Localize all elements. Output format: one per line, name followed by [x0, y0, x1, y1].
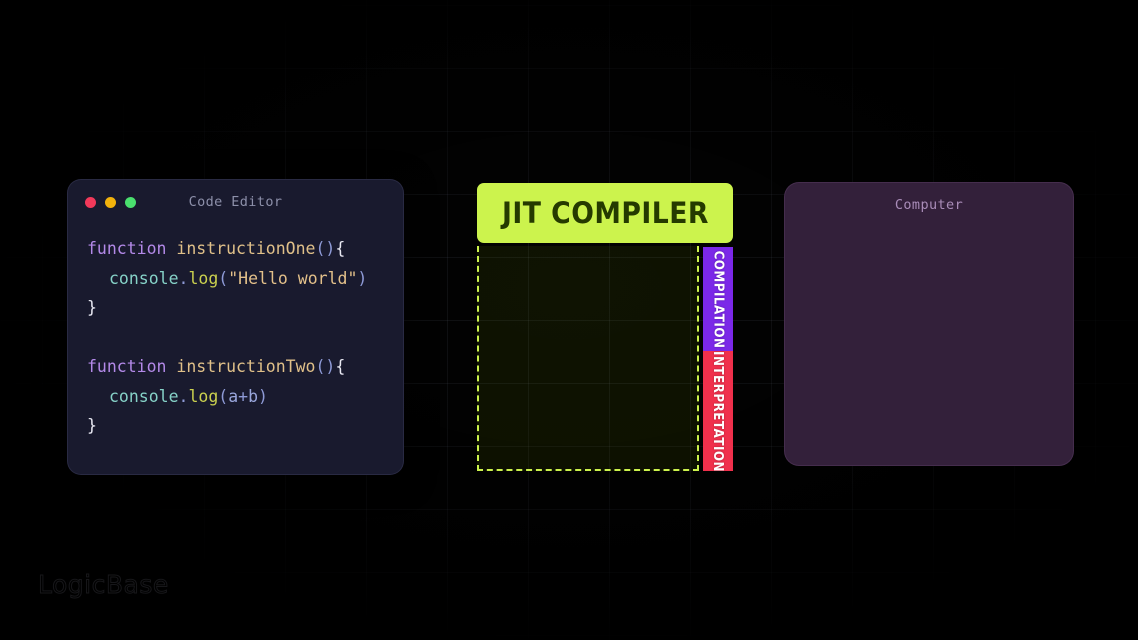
code-token: )	[258, 386, 268, 406]
code-line-6: console.log(a+b)	[87, 382, 403, 412]
code-token: ()	[315, 239, 336, 258]
jit-compiler-body-dashed-region	[477, 246, 699, 471]
code-token: }	[87, 298, 97, 317]
code-token: .	[178, 268, 189, 288]
code-token: console	[109, 268, 179, 288]
code-editor-content[interactable]: function instructionOne(){console.log("H…	[68, 224, 403, 441]
interpretation-bar-label: INTERPRETATION	[710, 351, 726, 471]
code-token: instructionOne	[176, 239, 316, 258]
code-token: ()	[315, 357, 336, 376]
code-token: +	[238, 386, 249, 406]
computer-panel-title: Computer	[894, 197, 964, 213]
code-line-2: console.log("Hello world")	[87, 264, 403, 294]
code-token: function	[87, 239, 177, 258]
code-token: .	[178, 386, 189, 406]
interpretation-bar: INTERPRETATION	[703, 351, 733, 471]
code-line-7: }	[87, 411, 403, 441]
logicbase-watermark: LogicBase	[38, 570, 169, 600]
code-editor-panel[interactable]: Code Editor function instructionOne(){co…	[67, 179, 404, 475]
jit-compiler-group: JIT COMPILER COMPILATION INTERPRETATION	[477, 183, 733, 471]
maximize-window-dot[interactable]	[125, 196, 136, 208]
jit-compiler-header: JIT COMPILER	[477, 183, 733, 243]
code-token: (	[218, 386, 229, 406]
code-token: )	[357, 268, 368, 288]
jit-compiler-title: JIT COMPILER	[501, 196, 709, 230]
window-controls	[85, 196, 136, 208]
code-token: a	[228, 386, 239, 406]
code-token: {	[335, 357, 346, 376]
code-line-5: function instructionTwo(){	[87, 352, 403, 382]
code-token: instructionTwo	[176, 357, 316, 376]
code-token: b	[248, 386, 259, 406]
code-token: }	[87, 416, 97, 435]
close-window-dot[interactable]	[85, 196, 96, 208]
code-line-4	[87, 323, 403, 353]
computer-panel: Computer	[784, 182, 1074, 466]
code-token: log	[188, 386, 219, 406]
code-token: function	[87, 357, 177, 376]
code-token: (	[218, 268, 229, 288]
code-token: log	[188, 268, 219, 288]
code-token: "Hello world"	[228, 268, 358, 288]
code-token: console	[109, 386, 179, 406]
minimize-window-dot[interactable]	[105, 196, 116, 208]
code-line-1: function instructionOne(){	[87, 234, 403, 264]
code-token: {	[335, 239, 346, 258]
code-line-3: }	[87, 293, 403, 323]
code-editor-titlebar: Code Editor	[68, 180, 403, 224]
compilation-bar-label: COMPILATION	[710, 250, 726, 348]
compilation-bar: COMPILATION	[703, 247, 733, 351]
